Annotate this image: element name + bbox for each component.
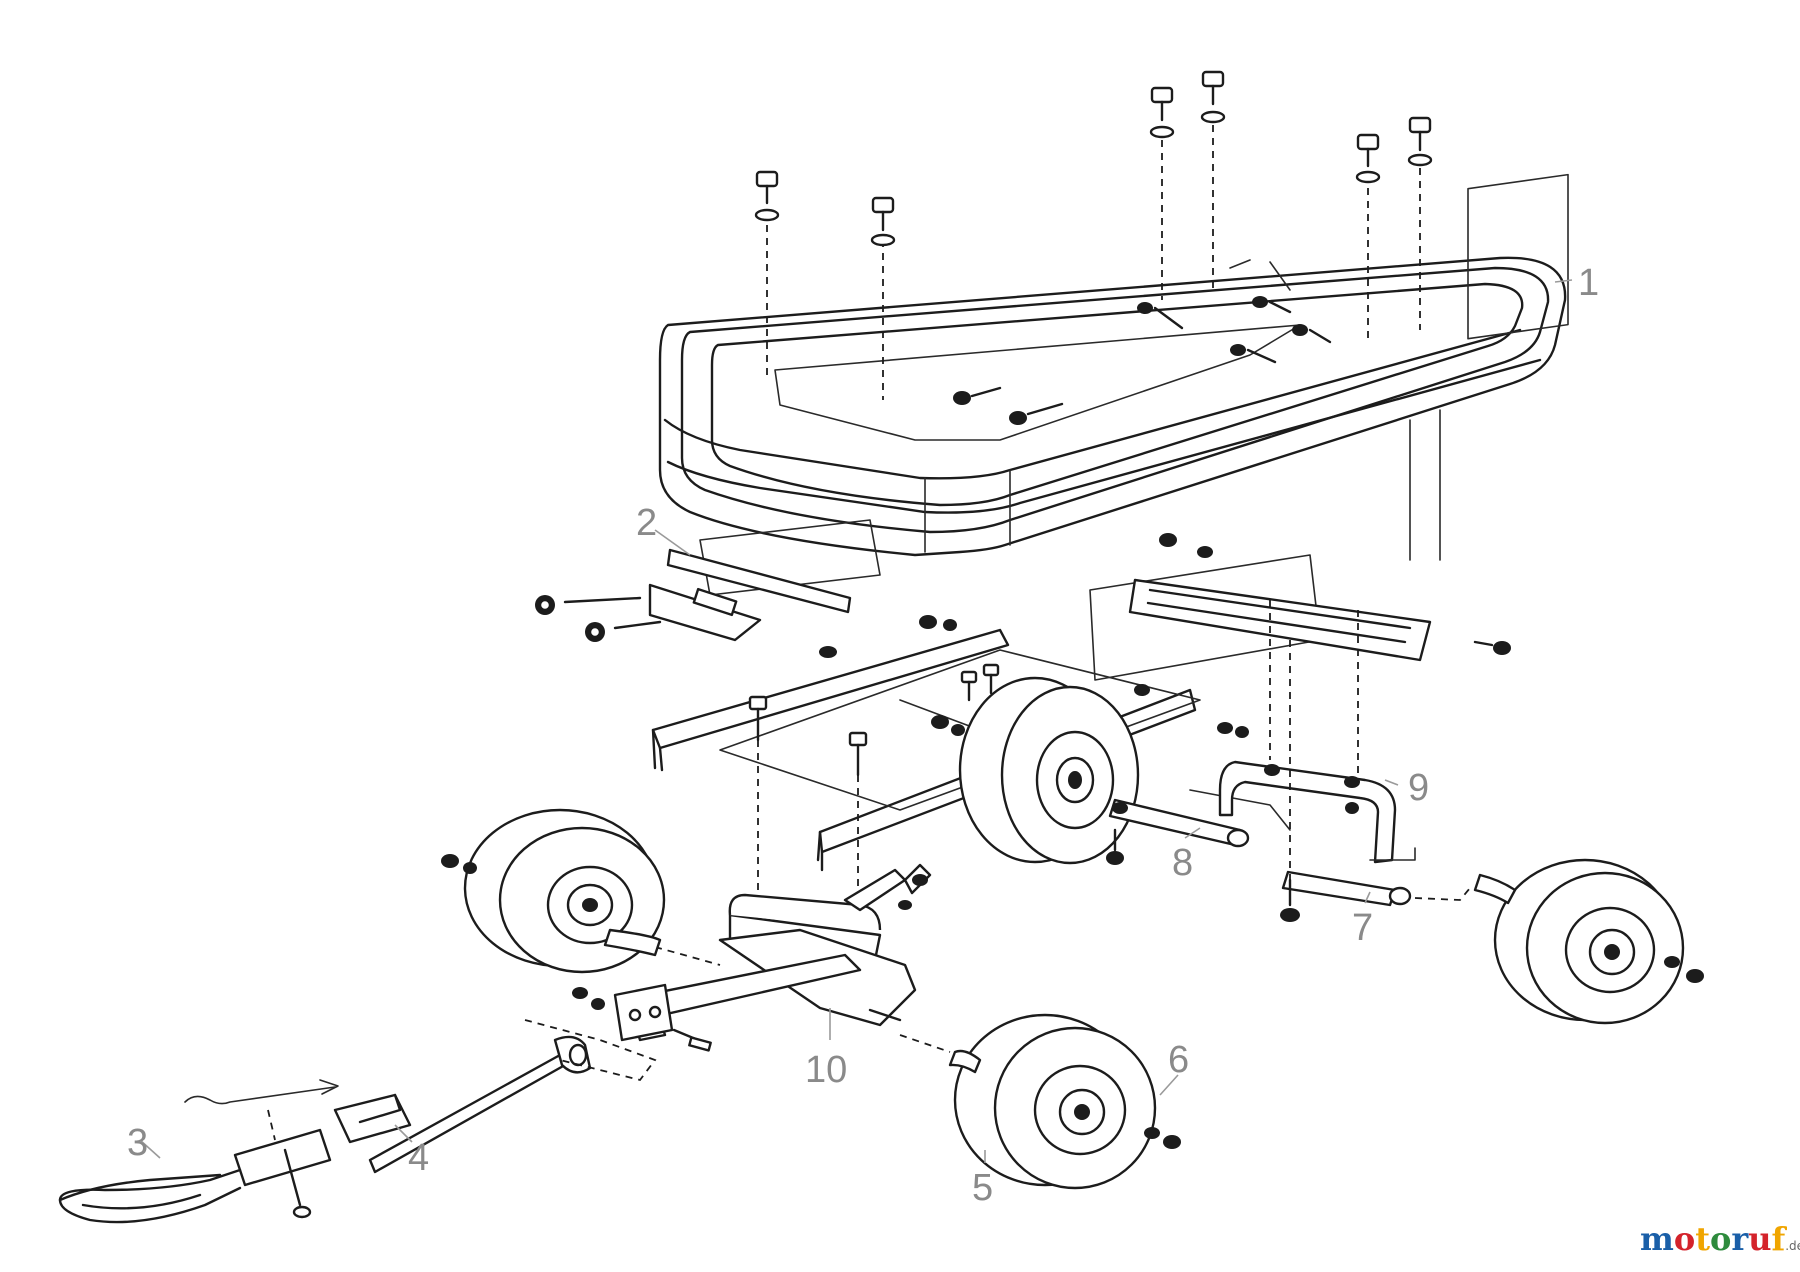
- rear-u-bracket: [1218, 600, 1416, 864]
- part-label-10: 10: [805, 1049, 847, 1091]
- part-label-8: 8: [1172, 842, 1193, 884]
- tub-body: [658, 173, 1569, 561]
- logo-letter: f: [1771, 1220, 1786, 1258]
- wheel-front-right: [948, 1013, 1181, 1190]
- logo-letter: o: [1709, 1220, 1732, 1258]
- steering-link: [1106, 789, 1291, 865]
- logo-letter: o: [1673, 1220, 1696, 1258]
- inner-bolts: [953, 296, 1332, 425]
- logo-letter: r: [1731, 1220, 1749, 1258]
- part-labels: 1 2 3 4 5 6 7 8 9 10: [127, 262, 1599, 1209]
- tub-bolts: [754, 70, 1433, 400]
- leader-lines: [139, 279, 1573, 1163]
- logo-letter: t: [1695, 1220, 1710, 1258]
- handle: [58, 1079, 339, 1224]
- wheel-rear-right: [1473, 858, 1704, 1025]
- center-wheel: [958, 676, 1140, 865]
- part-label-9: 9: [1408, 767, 1429, 809]
- drawbar: [333, 1019, 657, 1174]
- front-axle-assembly: [572, 863, 951, 1053]
- front-bracket: [535, 519, 881, 658]
- logo-suffix: .de: [1785, 1239, 1800, 1253]
- part-label-7: 7: [1352, 907, 1373, 949]
- part-label-3: 3: [127, 1122, 148, 1164]
- part-label-1: 1: [1578, 262, 1599, 304]
- frame-bolts: [748, 615, 1249, 930]
- logo-letter: m: [1640, 1220, 1674, 1258]
- part-label-6: 6: [1168, 1039, 1189, 1081]
- rear-bracket: [1089, 533, 1511, 681]
- part-label-4: 4: [408, 1137, 429, 1179]
- part-label-2: 2: [636, 502, 657, 544]
- motoruf-logo: motoruf.de: [1640, 1220, 1800, 1258]
- wheel-front-left: [441, 808, 666, 974]
- part-label-5: 5: [972, 1167, 993, 1209]
- logo-letter: u: [1748, 1220, 1772, 1258]
